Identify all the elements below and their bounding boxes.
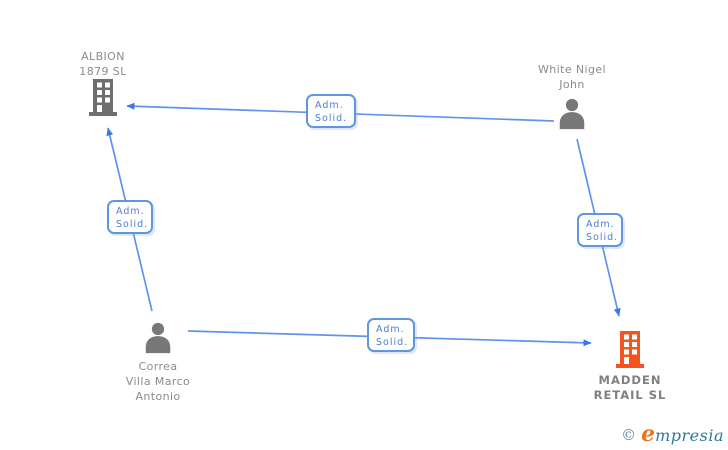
edge-label-white-albion: Adm. Solid. [306, 94, 356, 128]
company-building-icon-highlight [616, 331, 644, 368]
node-correa-villa-marco-antonio[interactable]: Correa Villa Marco Antonio [98, 321, 218, 404]
empresia-logo[interactable]: ©empresia [621, 421, 724, 447]
person-icon [559, 98, 585, 130]
edge-label-white-madden: Adm. Solid. [577, 213, 623, 247]
copyright-icon: © [621, 426, 637, 444]
node-label: White Nigel John [538, 63, 606, 91]
edge-label-correa-albion: Adm. Solid. [107, 200, 153, 234]
edge-label-correa-madden: Adm. Solid. [367, 318, 415, 352]
node-white-nigel-john[interactable]: White Nigel John [512, 62, 632, 135]
person-icon [145, 322, 171, 354]
node-label: Correa Villa Marco Antonio [125, 360, 191, 403]
node-label: MADDEN RETAIL SL [593, 373, 667, 402]
node-madden-retail-sl[interactable]: MADDEN RETAIL SL [570, 331, 690, 403]
brand-initial: e [641, 421, 656, 447]
company-building-icon [89, 79, 117, 116]
node-label: ALBION 1879 SL [79, 50, 127, 78]
brand-name: mpresia [655, 426, 724, 445]
node-albion-1879-sl[interactable]: ALBION 1879 SL [43, 49, 163, 121]
